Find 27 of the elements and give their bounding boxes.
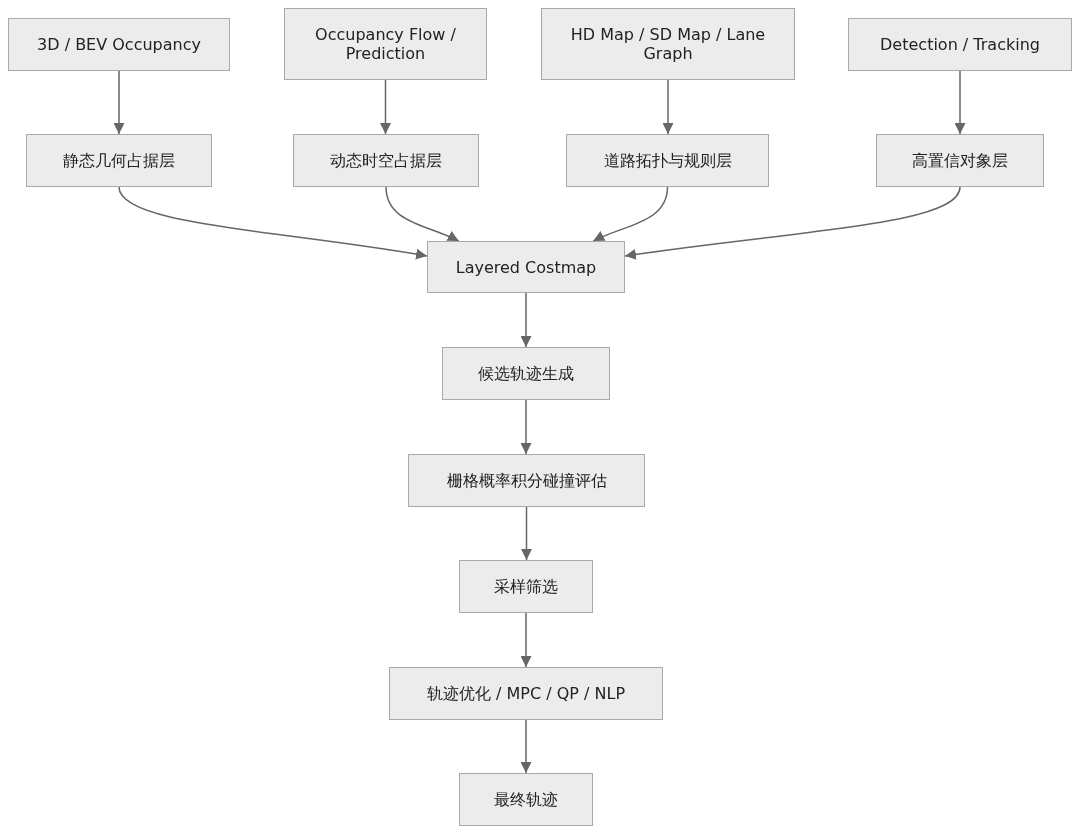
arrow [520, 612, 532, 668]
process-box: 栅格概率积分碰撞评估 [408, 454, 645, 507]
process-box: 动态时空占据层 [293, 134, 479, 187]
arrow [520, 292, 532, 348]
process-box: 轨迹优化 / MPC / QP / NLP [389, 667, 663, 720]
process-box: 采样筛选 [459, 560, 593, 613]
process-box: 高置信对象层 [876, 134, 1044, 187]
arrow [624, 186, 961, 260]
process-box: 3D / BEV Occupancy [8, 18, 230, 71]
arrow [592, 186, 669, 242]
arrow [520, 719, 532, 774]
process-box: Layered Costmap [427, 241, 625, 293]
process-box: Occupancy Flow / Prediction [284, 8, 487, 80]
process-box: 道路拓扑与规则层 [566, 134, 769, 187]
arrow [380, 79, 391, 135]
process-box: Detection / Tracking [848, 18, 1072, 71]
arrow [954, 70, 966, 135]
process-box: 静态几何占据层 [26, 134, 212, 187]
arrow [113, 70, 125, 135]
arrow [118, 186, 428, 260]
process-box: 候选轨迹生成 [442, 347, 610, 400]
process-box: 最终轨迹 [459, 773, 593, 826]
process-box: HD Map / SD Map / Lane Graph [541, 8, 795, 80]
arrow [521, 506, 532, 561]
arrow [520, 399, 532, 455]
arrow [385, 186, 460, 242]
arrow [662, 79, 674, 135]
